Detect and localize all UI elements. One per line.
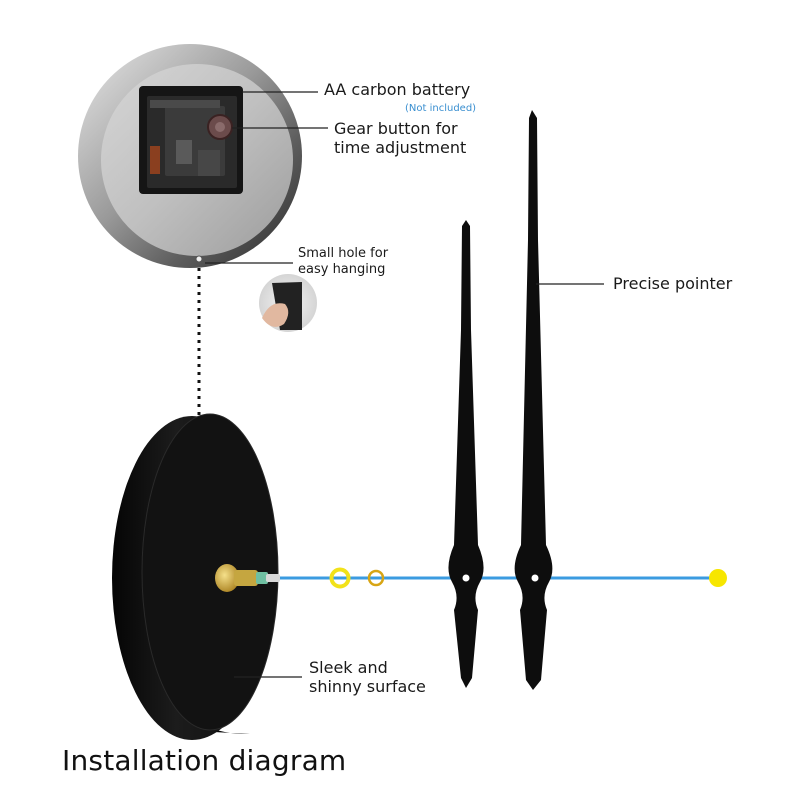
yellow-washer	[329, 567, 351, 589]
movement-box	[139, 86, 243, 194]
label-surface-line2: shinny surface	[309, 677, 426, 696]
label-surface-line1: Sleek and	[309, 658, 388, 677]
hanging-thumbnail	[259, 274, 317, 332]
label-gear-line2: time adjustment	[334, 138, 467, 157]
clock-movement-body	[112, 413, 280, 740]
label-battery-note: (Not included)	[405, 103, 477, 114]
gold-nut	[367, 569, 385, 587]
label-hole-line1: Small hole for	[298, 246, 389, 261]
label-gear-line1: Gear button for	[334, 119, 458, 138]
hour-hand	[448, 220, 484, 688]
minute-hand	[514, 110, 553, 690]
second-hand-cap	[709, 569, 727, 587]
label-battery: AA carbon battery	[324, 80, 471, 99]
diagram-title: Installation diagram	[62, 744, 347, 777]
clock-back-view	[78, 44, 302, 268]
label-hole-line2: easy hanging	[298, 262, 386, 277]
hanging-hole	[195, 255, 203, 263]
label-precise-pointer: Precise pointer	[613, 274, 733, 293]
